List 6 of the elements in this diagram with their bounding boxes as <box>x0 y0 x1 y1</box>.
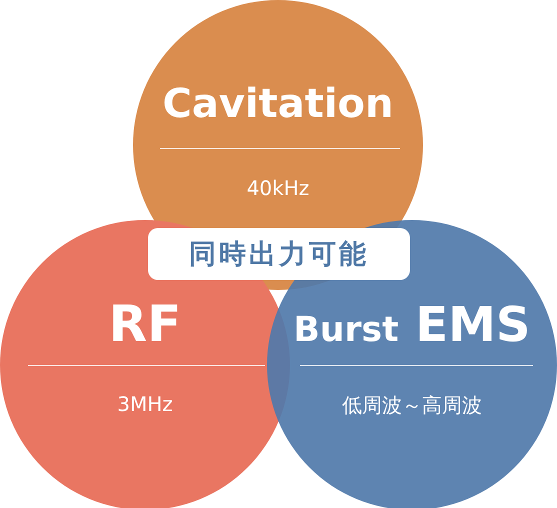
circle-title: Cavitation <box>161 82 395 126</box>
circle-subtitle: 3MHz <box>116 392 174 416</box>
circle-subtitle: 低周波～高周波 <box>341 392 483 419</box>
circle-subtitle: 40kHz <box>246 176 310 200</box>
circle-title: RF <box>108 297 182 352</box>
circle-title: Burst EMS <box>292 299 532 352</box>
